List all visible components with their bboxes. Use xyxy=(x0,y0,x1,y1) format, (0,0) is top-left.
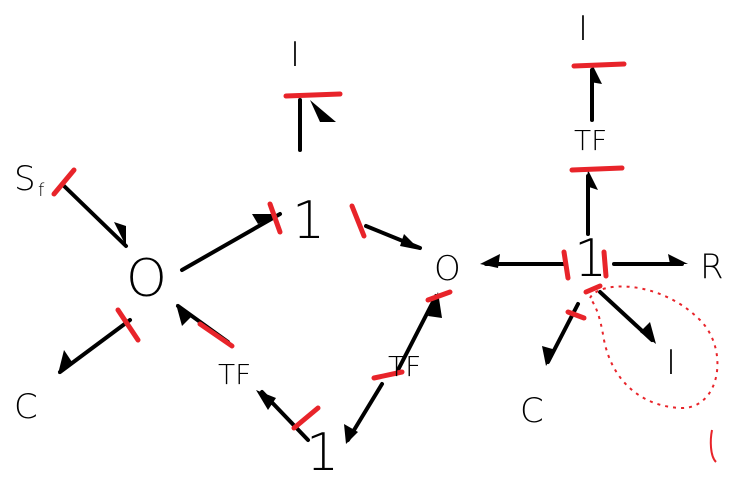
junction-0-mid: O xyxy=(434,249,461,289)
causal-stroke xyxy=(51,167,77,197)
bond-junction0-to-c-left xyxy=(58,318,132,374)
bond-i-right-arrowhead xyxy=(640,322,656,344)
junction-1-top: 1 xyxy=(292,191,325,251)
junction-1-right: 1 xyxy=(574,229,607,289)
causal-stroke xyxy=(425,289,453,303)
bond-tfleft-j1b-arrowhead xyxy=(256,390,276,410)
bond-tfleft-arrowhead xyxy=(176,304,192,326)
node-labels: S f O C TF 1 I O TF 1 1 TF I R I C xyxy=(14,9,724,477)
annotation-tail xyxy=(709,429,717,463)
bond-tfright-arrowhead xyxy=(586,170,598,190)
causal-strokes xyxy=(51,61,627,431)
r-right-label: R xyxy=(700,247,724,287)
bond-i-top-left-arrowhead xyxy=(310,100,336,122)
causal-stroke xyxy=(267,201,283,235)
tf-mid-label: TF xyxy=(388,350,421,383)
bond-c-left-arrowhead xyxy=(58,350,72,374)
causal-stroke xyxy=(283,91,343,99)
annotation-loop xyxy=(588,285,719,410)
i-right-label: I xyxy=(666,343,676,383)
causal-stroke xyxy=(583,283,603,295)
sf-subscript-label: f xyxy=(38,180,45,201)
junction-0-left: O xyxy=(126,249,167,309)
sf-source-label: S xyxy=(14,159,36,199)
junction-1-bottom: 1 xyxy=(306,423,339,477)
causal-stroke xyxy=(569,165,625,173)
bond-tfmid-to-junction0mid xyxy=(396,294,438,372)
tf-left-label: TF xyxy=(218,358,251,391)
i-top-right-label: I xyxy=(578,9,588,49)
tf-right-label: TF xyxy=(574,124,607,157)
bond-sf-arrowhead xyxy=(114,222,126,246)
causal-stroke xyxy=(197,321,235,349)
causal-stroke xyxy=(601,249,609,279)
causal-stroke xyxy=(561,249,571,281)
causal-stroke xyxy=(349,203,367,239)
bond-sf-to-junction0 xyxy=(60,182,128,248)
c-left-label: C xyxy=(14,387,38,427)
bond-tfmid-j1b-arrowhead xyxy=(344,424,358,444)
causal-stroke xyxy=(565,309,587,321)
bond-r-arrowhead xyxy=(668,254,688,264)
c-right-label: C xyxy=(520,391,544,431)
i-top-left-label: I xyxy=(290,35,300,75)
causal-stroke xyxy=(371,369,405,381)
bond-j1t-j0m-arrowhead xyxy=(400,234,420,250)
causal-stroke xyxy=(291,405,321,431)
bond-junction0-to-junction1top xyxy=(180,212,282,272)
bonds xyxy=(58,64,688,444)
bond-i-top-right-arrowhead xyxy=(590,64,602,84)
bond-j1r-j0m-arrowhead xyxy=(480,254,500,268)
bond-c-right-arrowhead xyxy=(542,346,556,366)
causal-stroke xyxy=(115,307,141,343)
causal-stroke xyxy=(571,61,627,69)
